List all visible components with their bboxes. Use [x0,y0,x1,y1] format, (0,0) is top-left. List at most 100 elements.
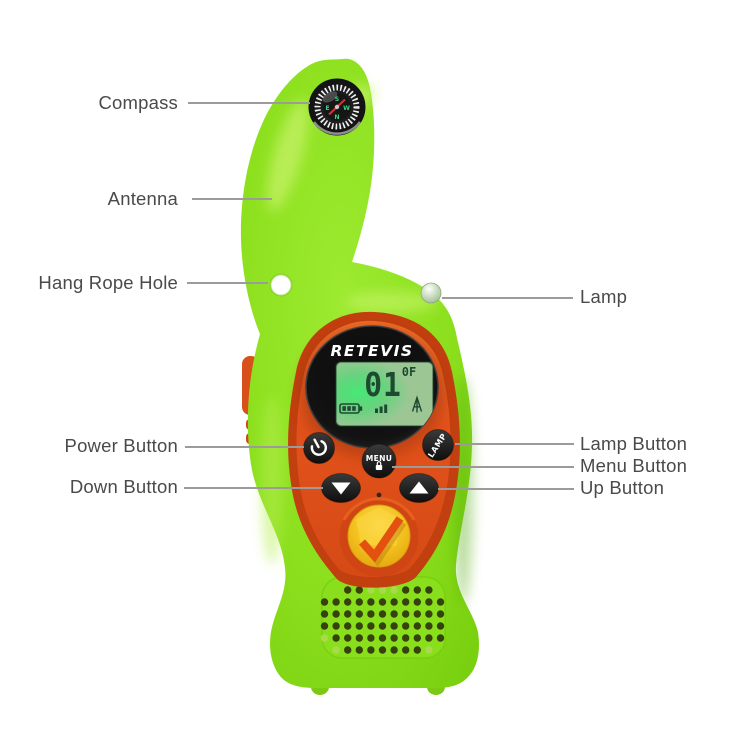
speaker-dot [355,634,363,642]
speaker-dot [367,622,375,630]
speaker-dot [402,598,410,606]
svg-text:E: E [325,105,329,112]
speaker-dot [367,646,375,654]
speaker-dot [344,598,352,606]
speaker-dot [320,622,329,630]
speaker-dot [390,634,398,642]
callout-label-power-button: Power Button [64,435,178,456]
speaker-dot [378,586,387,594]
body-shading [261,84,473,605]
speaker-dot [332,646,340,654]
compass-tick-ring [314,84,360,130]
antenna-tower-icon [411,395,423,413]
speaker-dot [378,610,387,618]
speaker-dot [425,634,433,642]
speaker-dot [378,598,387,606]
speaker-dot [332,598,340,606]
speaker-dot [367,610,375,618]
speaker-dot [344,646,352,654]
speaker-dot [425,598,433,606]
speaker-dot [320,634,329,642]
speaker-dot [402,622,410,630]
lcd-channel-value: 01 [364,367,402,405]
speaker-dot [413,598,421,606]
leader-line-antenna [192,198,272,200]
check-icon [359,516,407,567]
talk-button [339,497,419,577]
lamp [420,282,442,304]
compass: S N E W [308,78,366,136]
speaker-dot [344,586,352,594]
callout-label-down-button: Down Button [69,476,178,497]
speaker-dot [413,634,421,642]
svg-text:S: S [335,96,339,103]
brand-logo: RETEVIS [330,342,413,360]
speaker-dot [320,610,329,618]
speaker-grille [320,576,446,659]
speaker-dot [436,610,445,618]
signal-bars-icon [375,404,388,413]
speaker-dot [378,634,387,642]
speaker-dot [378,646,387,654]
speaker-dot [367,598,375,606]
leader-line-lamp-button [455,443,574,445]
speaker-dot [355,622,363,630]
up-button [399,473,439,503]
speaker-dot [436,634,445,642]
callout-label-lamp: Lamp [580,286,628,307]
speaker-dot [425,646,433,654]
speaker-dot [390,610,398,618]
lock-icon [375,461,383,470]
compass-letters: S N E W [325,96,350,121]
speaker-dot [425,610,433,618]
speaker-dot [355,598,363,606]
lcd-display: 01 0F [335,361,434,427]
speaker-dot [344,622,352,630]
leader-line-hang-rope-hole [187,282,268,284]
speaker-dot [413,622,421,630]
power-button [303,432,335,464]
speaker-dot [436,622,445,630]
speaker-dot [378,622,387,630]
hang-rope-hole [269,273,293,297]
leader-line-compass [188,102,310,104]
down-arrow-icon [331,482,351,495]
callout-label-compass: Compass [98,92,178,113]
lcd-code-value: 0F [402,365,416,379]
speaker-dot [355,646,363,654]
svg-text:W: W [343,105,350,112]
speaker-dot [413,646,421,654]
down-button [321,473,361,503]
callout-label-antenna: Antenna [107,188,178,209]
speaker-dot [402,610,410,618]
speaker-dot [320,598,329,606]
leader-line-menu-button [392,466,574,468]
leader-line-power-button [185,446,304,448]
speaker-dot [425,622,433,630]
svg-text:N: N [334,114,339,121]
speaker-dot [425,586,433,594]
callout-label-menu-button: Menu Button [580,455,688,476]
speaker-dot [332,634,340,642]
speaker-dot [413,610,421,618]
speaker-dot [355,586,363,594]
menu-button-label: MENU [366,454,392,463]
speaker-dot [402,646,410,654]
speaker-dot [332,610,340,618]
power-icon [310,438,328,456]
speaker-dot [355,610,363,618]
speaker-dot [332,622,340,630]
speaker-dot [413,586,421,594]
menu-button: MENU [361,443,397,479]
speaker-dot [402,586,410,594]
speaker-dot [344,634,352,642]
speaker-dot [390,598,398,606]
leader-line-lamp [442,297,573,299]
speaker-dot [367,586,375,594]
leader-line-down-button [184,487,323,489]
callout-label-up-button: Up Button [580,477,665,498]
speaker-dot [390,646,398,654]
mic-hole [376,492,382,498]
